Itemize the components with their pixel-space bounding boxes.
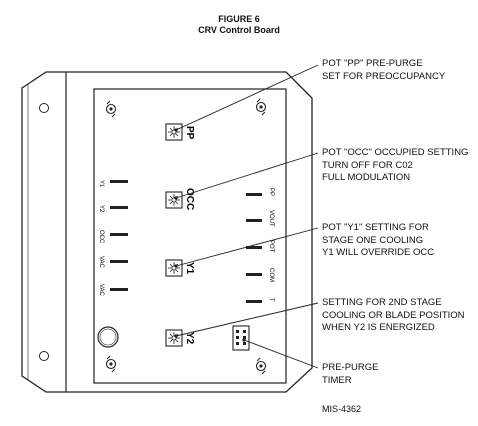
callout-line: STAGE ONE COOLING xyxy=(322,234,424,246)
terminal-y2: Y2 xyxy=(98,205,128,213)
terminal-y1: Y1 xyxy=(98,180,128,188)
callout-y1: POT "Y1" SETTING FOR STAGE ONE COOLING Y… xyxy=(322,222,434,260)
callout-timer: PRE-PURGE TIMER xyxy=(322,362,378,387)
terminal-label: COM xyxy=(268,268,274,282)
terminal-pp: PP xyxy=(246,188,274,196)
pot-label: OCC xyxy=(184,188,195,210)
terminal-occ: OCC xyxy=(98,230,128,244)
terminal-pot: POT xyxy=(246,240,274,253)
terminal-label: PP xyxy=(268,188,274,196)
terminal-label: Y1 xyxy=(98,180,104,188)
terminal-vac-1: VAC xyxy=(98,256,128,269)
callout-y2: SETTING FOR 2ND STAGE COOLING OR BLADE P… xyxy=(322,297,465,335)
pot-label: PP xyxy=(184,126,195,140)
pot-pp: PP xyxy=(165,123,195,141)
standoff-screw-icon xyxy=(105,100,117,118)
callout-line: COOLING OR BLADE POSITION xyxy=(322,309,465,321)
pre-purge-timer-jumper xyxy=(232,325,250,351)
callout-line: POT "OCC" OCCUPIED SETTING xyxy=(322,147,469,158)
mounting-plate xyxy=(21,71,313,393)
terminal-vout: VOUT xyxy=(246,210,274,227)
pot-label: Y2 xyxy=(184,332,195,345)
figure-title: FIGURE 6 xyxy=(218,14,260,24)
standoff-screw-icon xyxy=(105,355,117,373)
callout-line: TIMER xyxy=(322,374,352,386)
leader-line-occ xyxy=(175,152,319,199)
plate-hole-bottom xyxy=(39,351,49,361)
callout-line: POT "Y1" SETTING FOR xyxy=(322,222,429,233)
leader-line-timer xyxy=(243,339,319,369)
leader-line-pp xyxy=(175,64,319,131)
callout-occ: POT "OCC" OCCUPIED SETTING TURN OFF FOR … xyxy=(322,147,468,185)
callout-line: SETTING FOR 2ND STAGE xyxy=(322,297,442,308)
capacitor-icon xyxy=(97,326,119,348)
callout-pp: POT "PP" PRE-PURGE SET FOR PREOCCUPANCY xyxy=(322,58,445,83)
leader-line-y2 xyxy=(175,302,319,337)
callout-line: TURN OFF FOR C02 xyxy=(322,159,413,171)
figure-code: MIS-4362 xyxy=(322,404,362,414)
callout-line: SET FOR PREOCCUPANCY xyxy=(322,70,446,82)
terminal-label: POT xyxy=(268,240,274,253)
callout-line: FULL MODULATION xyxy=(322,172,411,183)
terminal-label: VAC xyxy=(98,256,104,269)
pot-label: Y1 xyxy=(184,262,195,275)
pot-occ: OCC xyxy=(165,188,195,210)
leader-line-y1 xyxy=(175,227,319,267)
callout-line: POT "PP" PRE-PURGE xyxy=(322,58,423,69)
circuit-board xyxy=(93,88,287,384)
figure-subtitle: CRV Control Board xyxy=(198,25,280,35)
terminal-label: VOUT xyxy=(268,210,274,227)
terminal-label: Y2 xyxy=(98,205,104,213)
standoff-screw-icon xyxy=(255,98,267,116)
terminal-label: T xyxy=(268,298,274,302)
standoff-screw-icon xyxy=(255,357,267,375)
plate-hole-top xyxy=(39,103,49,113)
terminal-t: T xyxy=(246,298,274,303)
terminal-vac-2: VAC xyxy=(98,284,128,297)
callout-line: PRE-PURGE xyxy=(322,362,379,373)
callout-line: Y1 WILL OVERRIDE OCC xyxy=(322,247,435,258)
terminal-label: OCC xyxy=(98,230,104,244)
terminal-label: VAC xyxy=(98,284,104,297)
terminal-com: COM xyxy=(246,268,274,282)
pot-y1: Y1 xyxy=(165,259,195,277)
callout-line: WHEN Y2 IS ENERGIZED xyxy=(322,322,435,333)
